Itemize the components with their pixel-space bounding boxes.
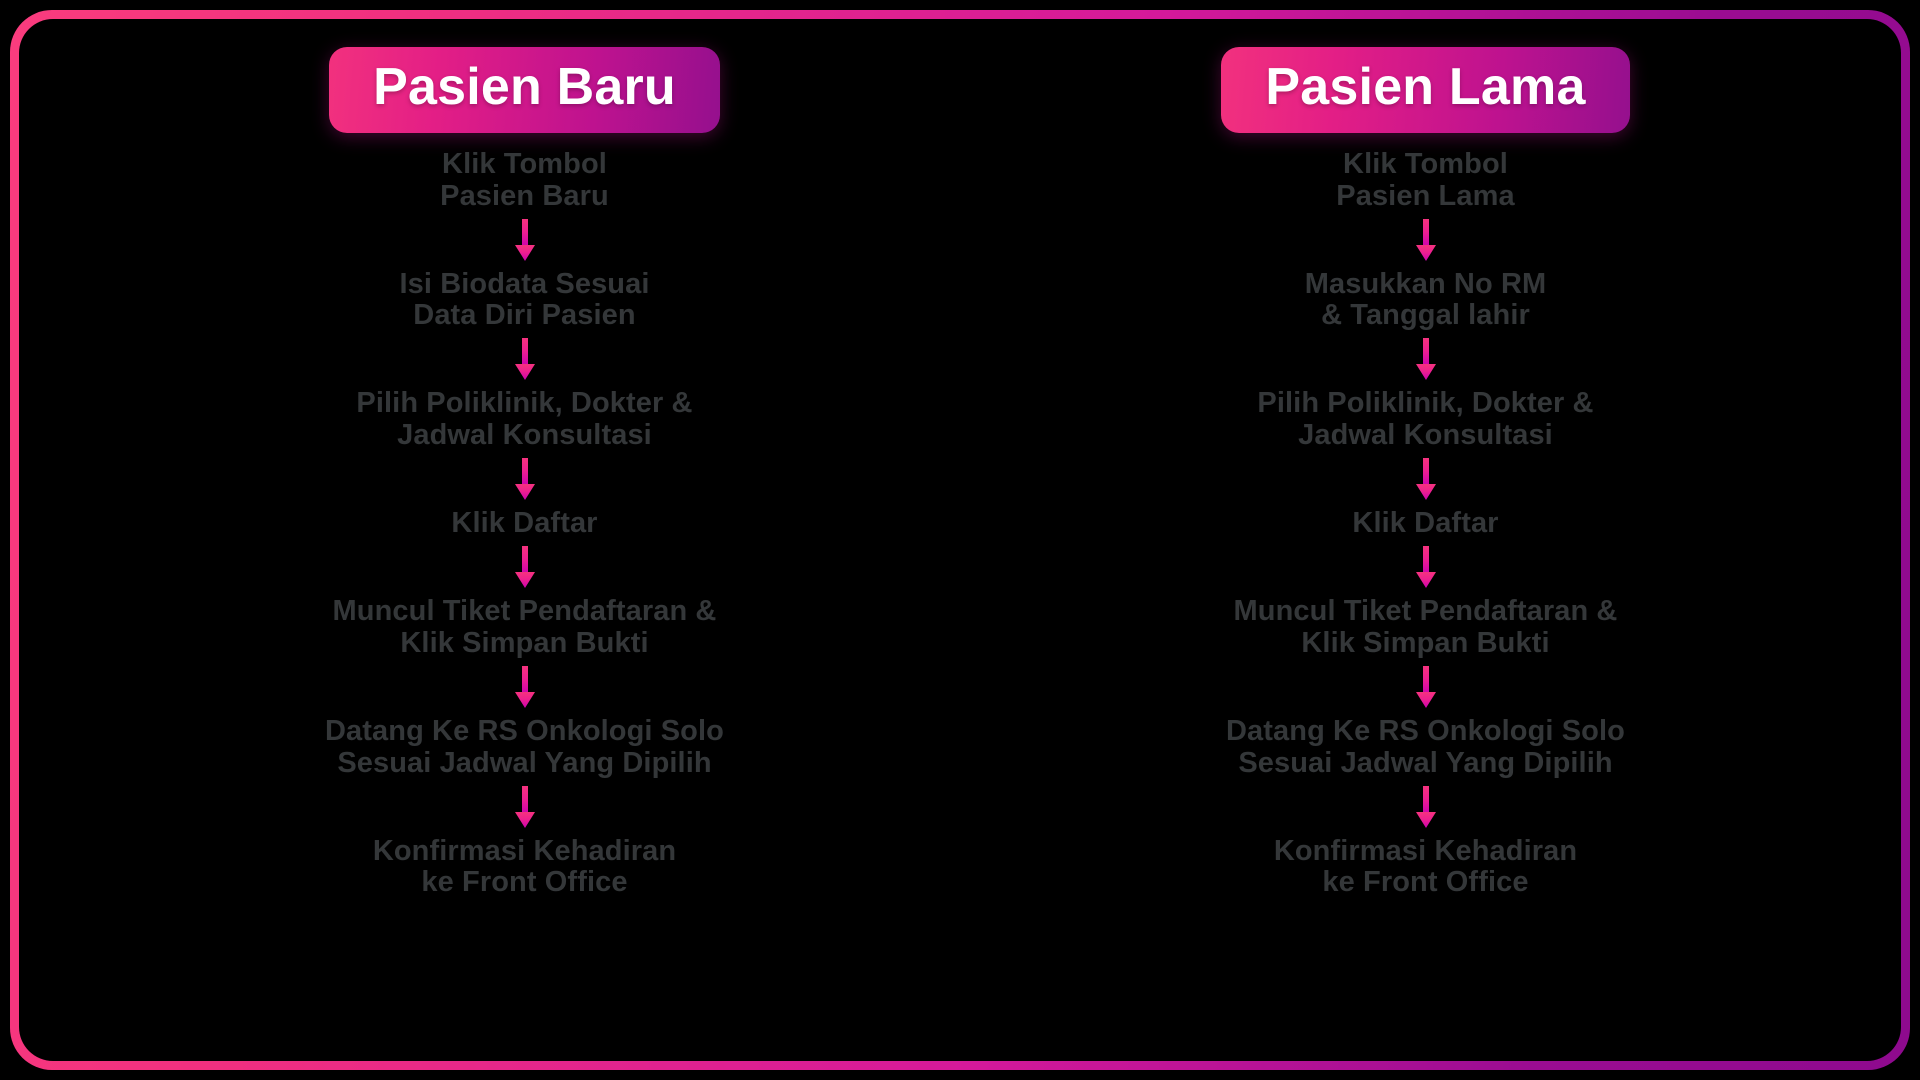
arrow-down-icon [1415,546,1436,589]
flow-step: Masukkan No RM & Tanggal lahir [1304,267,1547,332]
badge-label-pasien-lama: Pasien Lama [1265,58,1586,116]
badge-pasien-baru[interactable]: Pasien Baru [329,47,720,133]
flow-step: Isi Biodata Sesuai Data Diri Pasien [399,267,650,332]
flow-step: Konfirmasi Kehadiran ke Front Office [372,834,677,899]
flow-step: Datang Ke RS Onkologi Solo Sesuai Jadwal… [325,714,724,779]
arrow-down-icon [1415,218,1436,261]
flow-step: Datang Ke RS Onkologi Solo Sesuai Jadwal… [1226,714,1625,779]
flow-step: Pilih Poliklinik, Dokter & Jadwal Konsul… [356,387,693,452]
badge-pasien-lama[interactable]: Pasien Lama [1221,47,1630,133]
flow-steps-pasien-baru: Klik Tombol Pasien Baru Isi Biodata Sesu… [89,147,960,900]
flow-step: Muncul Tiket Pendaftaran & Klik Simpan B… [1233,595,1618,659]
flow-step: Klik Tombol Pasien Baru [440,147,609,212]
arrow-down-icon [1415,458,1436,501]
arrow-down-icon [514,458,535,501]
arrow-down-icon [514,218,535,261]
flow-columns: Pasien Baru Klik Tombol Pasien Baru Isi … [19,19,1901,1061]
flow-step: Klik Daftar [1352,507,1499,540]
flow-step: Pilih Poliklinik, Dokter & Jadwal Konsul… [1257,387,1594,452]
arrow-down-icon [514,665,535,708]
flow-column-pasien-lama: Pasien Lama Klik Tombol Pasien Lama Masu… [960,47,1861,1037]
arrow-down-icon [1415,338,1436,381]
gradient-border-frame: Pasien Baru Klik Tombol Pasien Baru Isi … [10,10,1910,1070]
flow-step: Klik Tombol Pasien Lama [1336,147,1515,212]
badge-label-pasien-baru: Pasien Baru [373,58,676,116]
arrow-down-icon [1415,785,1436,828]
arrow-down-icon [514,785,535,828]
flow-step: Muncul Tiket Pendaftaran & Klik Simpan B… [332,595,717,659]
flow-column-pasien-baru: Pasien Baru Klik Tombol Pasien Baru Isi … [59,47,960,1037]
arrow-down-icon [514,338,535,381]
flow-step: Konfirmasi Kehadiran ke Front Office [1273,834,1578,899]
diagram-canvas: Pasien Baru Klik Tombol Pasien Baru Isi … [19,19,1901,1061]
flow-step: Klik Daftar [451,507,598,540]
flow-steps-pasien-lama: Klik Tombol Pasien Lama Masukkan No RM &… [990,147,1861,900]
arrow-down-icon [1415,665,1436,708]
arrow-down-icon [514,546,535,589]
